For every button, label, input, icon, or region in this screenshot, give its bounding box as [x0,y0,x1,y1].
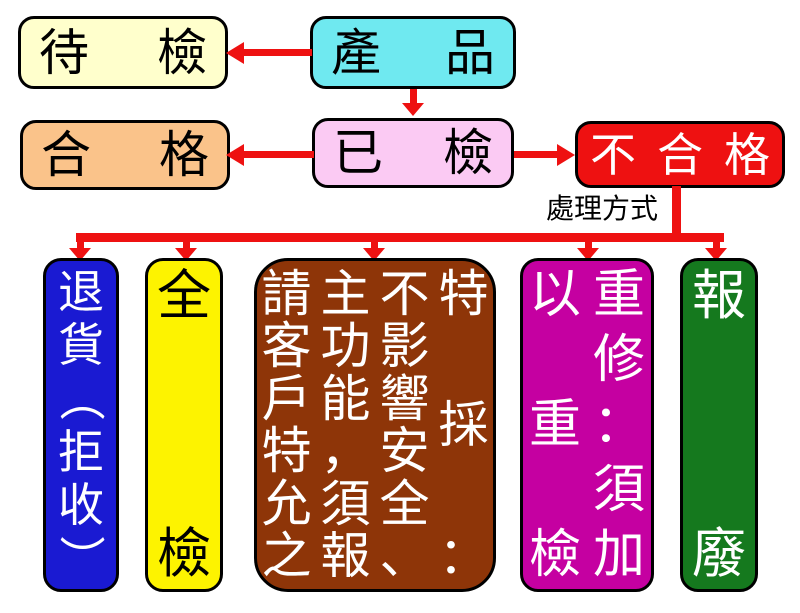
char: 採 [438,396,489,454]
char: 請 [261,265,312,323]
arrow-product-to-inspected-head [402,103,424,116]
char: 不 [590,127,636,182]
char: 產 [331,23,381,82]
node-rework: 重修：須加以重檢 [520,258,654,592]
drop-arrow-special-acceptance-head [363,248,385,261]
arrow-inspected-to-fail-head [557,144,575,166]
char: 拒 [58,424,104,479]
drop-arrow-return-head [69,248,91,261]
arrow-product-to-awaiting-head [226,42,244,64]
char: 安 [379,422,430,481]
char: 全 [157,264,211,327]
char: 檢 [528,525,581,585]
branch-horizontal-line [76,233,724,242]
char: 之 [261,526,312,585]
drop-arrow-full-inspection-line [183,242,190,250]
char: 貨 [58,318,104,373]
char: 檢 [157,23,207,82]
char: 修 [592,330,645,390]
drop-arrow-return-line [77,242,84,250]
char: 特 [261,422,312,481]
char: 格 [159,126,209,184]
char: （ [54,375,108,422]
vertical-text-column: 全檢 [148,269,220,581]
vertical-text-column: 重修：須加 [587,269,651,581]
char: 廢 [692,522,746,585]
char: 須 [320,474,371,533]
char: 重 [528,395,581,455]
char: 戶 [261,369,312,428]
char: 須 [592,460,645,520]
vertical-text-column: 主功能，須報 [316,269,375,581]
node-special-acceptance: 特採：不影響安全、主功能，須報請客戶特允之 [254,258,496,592]
char: 不 [379,265,430,323]
char: ： [438,527,489,585]
branch-vertical-line [672,186,681,235]
char: 重 [592,265,645,325]
node-inspected: 已檢 [312,118,514,188]
char: ， [320,422,371,481]
char: 已 [333,124,383,182]
node-return-rejected: 退貨（拒收） [43,258,119,592]
char: 功 [320,317,371,376]
char: 報 [320,526,371,585]
char: 品 [445,23,495,82]
node-pass: 合格 [20,120,230,190]
vertical-text-column: 以重檢 [523,269,587,581]
char: 響 [379,369,430,428]
vertical-text-column: 特採： [434,269,493,581]
node-fail: 不合格 [575,121,785,188]
char: 影 [379,317,430,376]
vertical-text-column: 請客戶特允之 [257,269,316,581]
char: ） [54,534,108,581]
char: 待 [39,23,89,82]
char: 全 [379,474,430,533]
drop-arrow-rework-line [585,242,592,250]
char: 能 [320,369,371,428]
char: ： [592,395,645,455]
char: 退 [58,265,104,319]
char: 加 [592,525,645,585]
node-awaiting-inspection: 待檢 [18,16,228,89]
arrow-inspected-to-pass-line [243,151,314,158]
arrow-inspected-to-pass-head [226,144,244,166]
drop-arrow-rework-head [577,248,599,261]
drop-arrow-scrap-line [713,242,720,250]
char: 合 [657,127,703,182]
char: 檢 [443,124,493,182]
char: 檢 [157,522,211,585]
char: 、 [379,526,430,585]
vertical-text-column: 不影響安全、 [375,269,434,581]
char: 收 [58,477,104,532]
char: 格 [724,127,770,182]
node-scrap: 報廢 [680,258,758,592]
drop-arrow-special-acceptance-line [371,242,378,250]
arrow-product-to-awaiting-line [243,49,312,56]
char: 允 [261,474,312,533]
char: 合 [41,126,91,184]
arrow-inspected-to-fail-line [514,151,558,158]
vertical-text-column: 報廢 [683,269,755,581]
arrow-product-to-inspected-line [410,89,417,104]
char: 以 [528,265,581,325]
vertical-text-column: 退貨（拒收） [46,269,116,581]
char: 主 [320,265,371,323]
node-product: 產品 [310,16,516,89]
char: 特 [438,265,489,323]
handling-method-label: 處理方式 [546,192,659,225]
node-full-inspection: 全檢 [145,258,223,592]
char: 客 [261,317,312,376]
drop-arrow-scrap-head [705,248,727,261]
char: 報 [692,264,746,327]
drop-arrow-full-inspection-head [175,248,197,261]
